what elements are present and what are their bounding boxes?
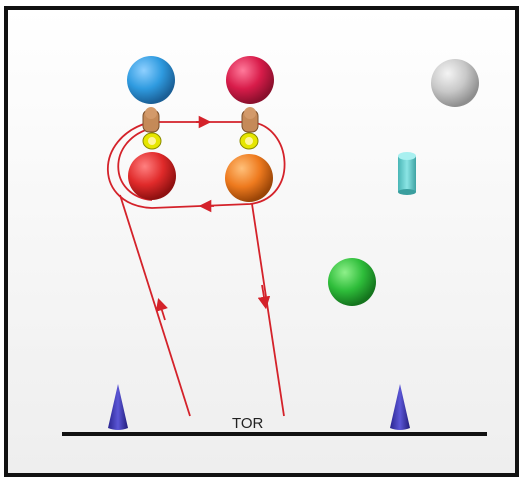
loop-inner-path bbox=[117, 127, 153, 201]
green-ball bbox=[328, 258, 376, 306]
exit-path bbox=[251, 203, 285, 417]
player-left bbox=[142, 107, 162, 150]
entry-arrow bbox=[155, 297, 168, 321]
player-right bbox=[239, 107, 259, 150]
gray-ball bbox=[431, 59, 479, 107]
cone-right bbox=[390, 384, 410, 430]
crimson-ball bbox=[226, 56, 274, 104]
red-ball bbox=[128, 152, 176, 200]
exit-arrow bbox=[257, 284, 271, 310]
blue-ball bbox=[127, 56, 175, 104]
orange-ball bbox=[225, 154, 273, 202]
entry-path bbox=[119, 194, 191, 417]
running-path bbox=[106, 115, 286, 417]
cone-left bbox=[108, 384, 128, 430]
goal-label: TOR bbox=[232, 415, 264, 432]
pole bbox=[398, 152, 416, 195]
